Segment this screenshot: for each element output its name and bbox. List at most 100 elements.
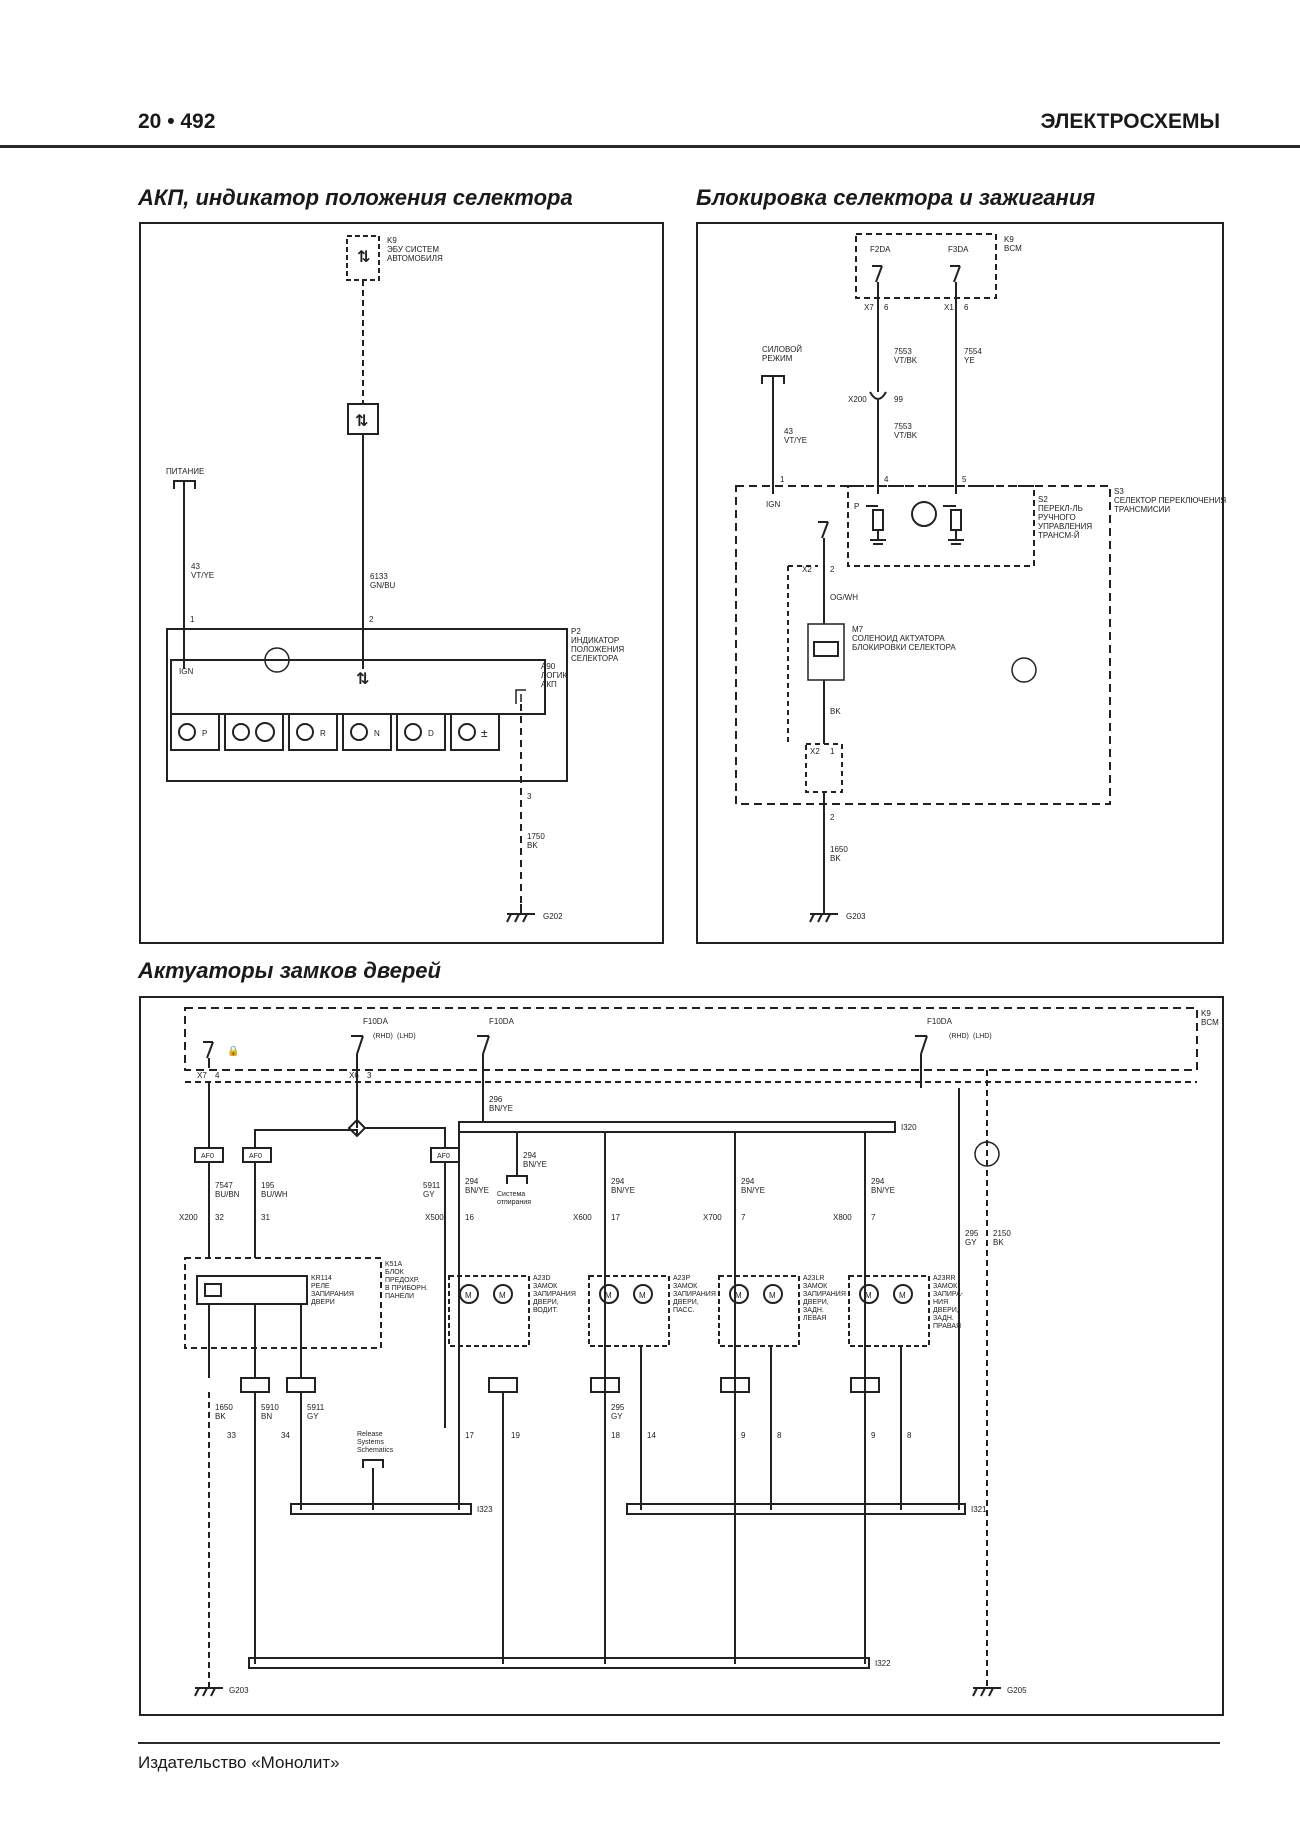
x500-pin16: 16 [465, 1213, 474, 1222]
wire-296-b-label: 294 [611, 1177, 625, 1186]
x700-label: X700 [703, 1213, 722, 1222]
x1-pin: 6 [964, 303, 969, 312]
ground-g202-icon [506, 904, 535, 923]
a90-label: A90 [541, 662, 556, 671]
x200-pin32: 32 [215, 1213, 224, 1222]
wire-7553b-label: 7553 [894, 422, 912, 431]
f10da-a-label: F10DA [363, 1017, 389, 1026]
x7-label: X7 [864, 303, 874, 312]
lamp-d-label: D [428, 729, 434, 738]
actuator-a23p: M M [588, 1275, 670, 1347]
x700-pin8: 8 [777, 1431, 782, 1440]
wire-5910-a-color: BN [261, 1412, 272, 1421]
p2-indicator-box [166, 628, 568, 782]
power-mode-label-2: РЕЖИМ [762, 354, 793, 363]
a23d-desc-1: ЗАМОК [533, 1283, 558, 1290]
pin-4: 4 [884, 475, 889, 484]
lamp-manual-label: ± [481, 726, 488, 740]
wire-1650-color: BK [215, 1412, 226, 1421]
motor-icon: M [465, 1291, 472, 1300]
f10da-c-label: F10DA [927, 1017, 953, 1026]
bus-i322-label: I322 [875, 1659, 891, 1668]
motor-icon: M [769, 1291, 776, 1300]
release-systems-2: Systems [357, 1439, 384, 1446]
k51a-desc-3: В ПРИБОРН. [385, 1285, 428, 1292]
bus-i323 [290, 1503, 472, 1515]
k9-desc-1: ЭБУ СИСТЕМ [387, 245, 439, 254]
actuator-a23rr: M M [848, 1275, 930, 1347]
header-rule [0, 145, 1300, 148]
pin-5: 5 [962, 475, 967, 484]
wire-7553-label: 7553 [894, 347, 912, 356]
wire-43-color: VT/YE [191, 571, 214, 580]
bus-i320 [458, 1121, 896, 1133]
k51a-label: K51A [385, 1261, 402, 1268]
a23d-desc-4: ВОДИТ. [533, 1307, 558, 1314]
a23rr-desc-6: ПРАВАЯ [933, 1323, 961, 1330]
diagram-title-akp: АКП, индикатор положения селектора [138, 185, 573, 210]
wire-295-color: GY [611, 1412, 623, 1421]
switch-x2-icon [818, 521, 829, 546]
bcm-module-box [855, 233, 997, 299]
ign-label: IGN [766, 500, 780, 509]
lamp-r-label: R [320, 729, 326, 738]
a23p-label: A23P [673, 1275, 690, 1282]
bus-i321-label: I321 [971, 1505, 987, 1514]
ground-g203-icon [809, 904, 838, 923]
switch-f3da-icon [950, 265, 961, 286]
x7-pin: 4 [215, 1071, 220, 1080]
a23rr-desc-5: ЗАДН. [933, 1315, 954, 1322]
serial-data-icon: ⇅ [355, 413, 368, 430]
wire-296-a-color: BN/YE [465, 1186, 489, 1195]
bus-i321 [626, 1503, 966, 1515]
wire-5911-branch [365, 1127, 446, 1148]
pin-3: 3 [527, 792, 532, 801]
wire-296-c-color: BN/YE [741, 1186, 765, 1195]
a23lr-desc-1: ЗАМОК [803, 1283, 828, 1290]
resistor-m-icon [950, 509, 962, 531]
lamp-d: D [396, 713, 446, 751]
f2da-label: F2DA [870, 245, 891, 254]
a90-desc-2: АКП [541, 680, 557, 689]
ground-g203-label: G203 [229, 1686, 249, 1695]
lamp-n: N [342, 713, 392, 751]
x500-label: X500 [425, 1213, 444, 1222]
unlock-system-label-2: отпирания [497, 1199, 531, 1206]
x200-pin34: 34 [281, 1431, 290, 1440]
s2-desc-2: РУЧНОГО [1038, 513, 1076, 522]
ground-symbol-icon [515, 689, 526, 704]
switch-f10da-c-icon [915, 1035, 928, 1068]
x2a-pin: 2 [830, 565, 835, 574]
a23p-desc-3: ДВЕРИ, [673, 1299, 699, 1306]
s3-desc-2: ТРАНСМИСИИ [1114, 505, 1170, 514]
module-logo-icon [1011, 657, 1037, 683]
a23lr-desc-2: ЗАПИРАНИЯ [803, 1291, 846, 1298]
a23lr-desc-3: ДВЕРИ, [803, 1299, 829, 1306]
pin-2b: 2 [830, 813, 835, 822]
bcm-label: K9 [1201, 1009, 1211, 1018]
p2-desc-2: ПОЛОЖЕНИЯ [571, 645, 624, 654]
x200-connector-icon [869, 391, 887, 400]
bus-i320-label: I320 [901, 1123, 917, 1132]
rhd-label-c: (RHD) [949, 1033, 969, 1040]
a23lr-label: A23LR [803, 1275, 824, 1282]
diagram-frame-lock: K9 BCM F2DA F3DA X7 6 X1 6 7553 VT/BK 75… [696, 222, 1226, 944]
diagram-frame-doors: K9 BCM 🔒 X7 4 F10DA (RHD) (LHD) X6 3 F10… [139, 996, 1224, 1716]
kr114-label: KR114 [311, 1275, 332, 1282]
lhd-label-a: (LHD) [397, 1033, 416, 1040]
wire-195-label: 195 [261, 1181, 275, 1190]
s2-label: S2 [1038, 495, 1048, 504]
unlock-system-label-1: Система [497, 1191, 525, 1198]
wire-294-branch-label: 294 [523, 1151, 537, 1160]
switch-x7-icon [203, 1041, 214, 1068]
motor-icon: M [639, 1291, 646, 1300]
a23p-desc-2: ЗАПИРАНИЯ [673, 1291, 716, 1298]
ign-label: IGN [179, 667, 193, 676]
publisher-label: Издательство «Монолит» [138, 1753, 340, 1772]
switch-f10da-a-icon [351, 1035, 364, 1068]
p2-desc-3: СЕЛЕКТОРА [571, 654, 619, 663]
wire-296-a-label: 294 [465, 1177, 479, 1186]
kr114-relay-box [196, 1275, 308, 1305]
x6-label: X6 [349, 1071, 359, 1080]
wire-7554-color: YE [964, 356, 975, 365]
